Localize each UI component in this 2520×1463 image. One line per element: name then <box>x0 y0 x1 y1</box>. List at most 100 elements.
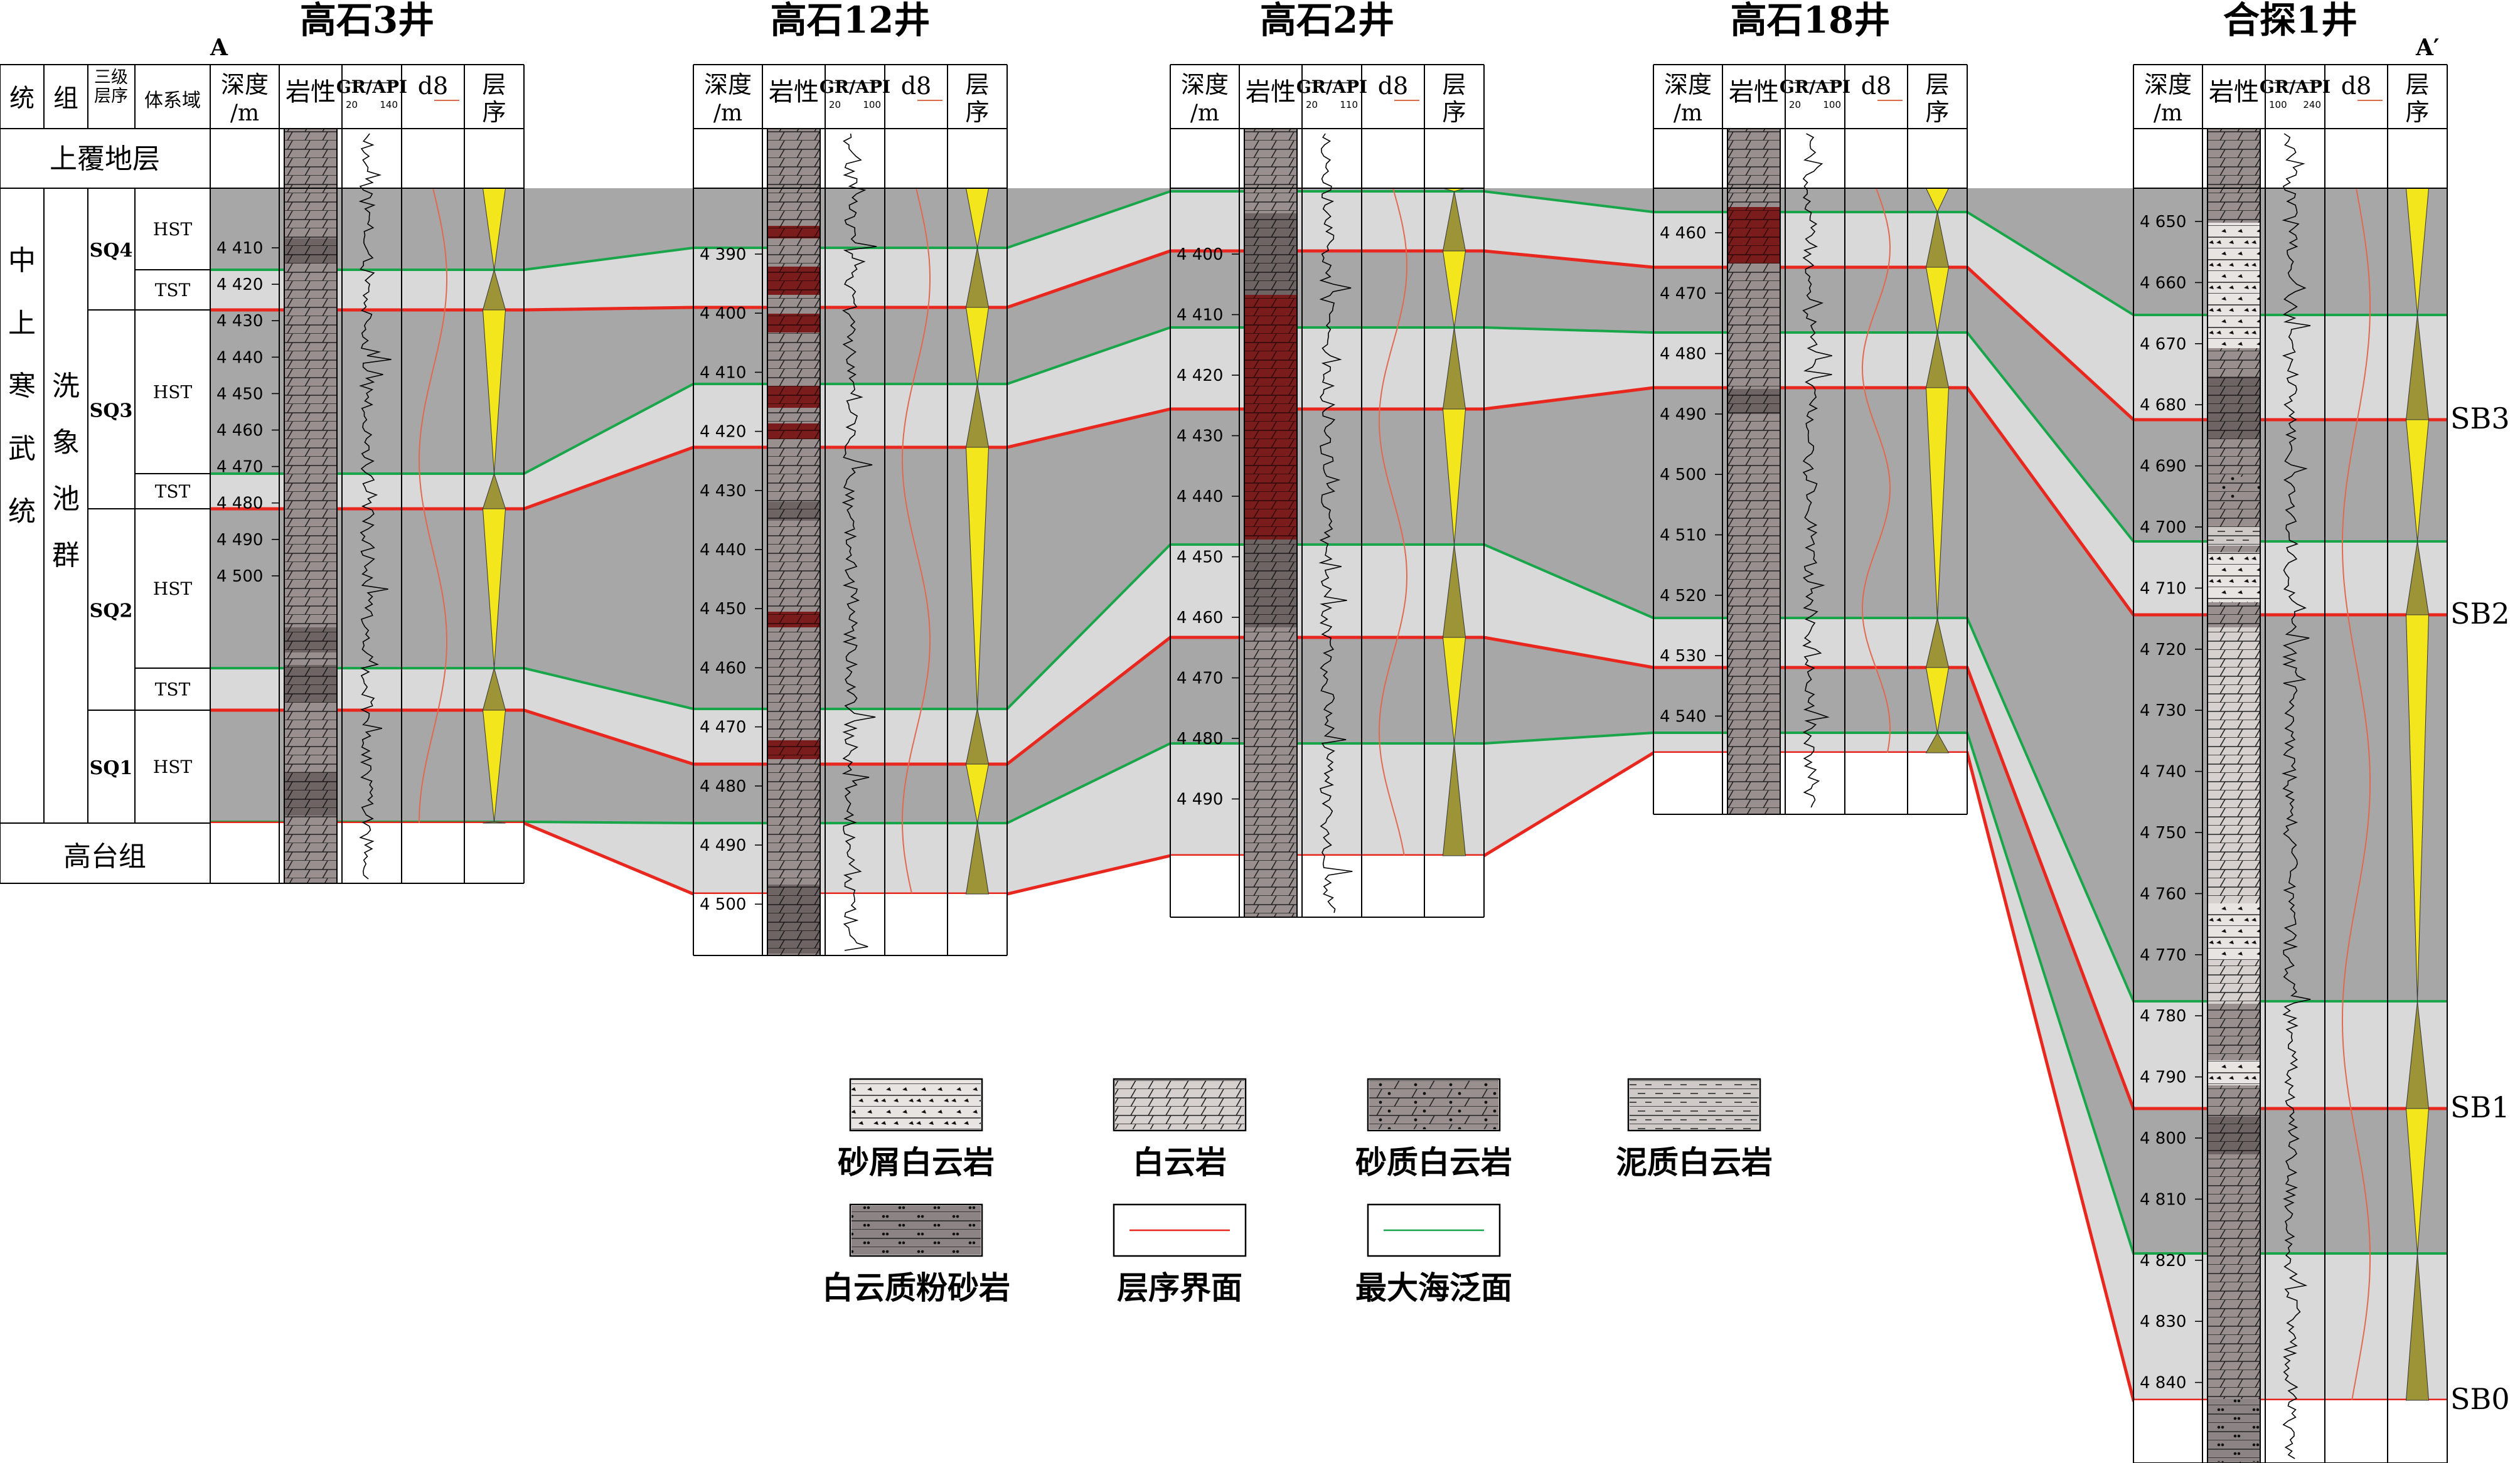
legend-label: 砂质白云岩 <box>1355 1144 1512 1181</box>
depth-tick-label: 4 530 <box>1660 647 1706 666</box>
hst-triangle <box>482 508 506 669</box>
sequence-header-2: 序 <box>482 98 506 126</box>
gr-curve <box>1318 133 1353 913</box>
well-name: 合探1井 <box>2223 0 2357 41</box>
lith-bed-5 <box>2208 1060 2260 1085</box>
depth-tick-label: 4 470 <box>216 458 263 477</box>
depth-tick-label: 4 760 <box>2140 885 2186 903</box>
gr-max: 110 <box>1340 99 1358 110</box>
depth-tick-label: 4 410 <box>1177 306 1223 325</box>
depth-unit: /m <box>713 100 742 126</box>
well-name: 高石2井 <box>1260 0 1394 41</box>
sequence-boundary-line-6 <box>210 636 2447 1110</box>
d8-curve <box>1379 188 1407 856</box>
depth-tick-label: 4 700 <box>2140 518 2186 537</box>
legend-label: 泥质白云岩 <box>1616 1144 1773 1181</box>
gr-min: 20 <box>346 99 358 110</box>
gr-header: GR/API <box>1296 77 1367 97</box>
tst-triangle <box>483 821 506 824</box>
lith-bed-8 <box>767 885 820 954</box>
depth-tick-label: 4 710 <box>2140 579 2186 598</box>
hst-triangle <box>965 763 990 824</box>
depth-tick-label: 4 450 <box>700 600 746 619</box>
lith-overburden <box>1727 129 1780 188</box>
sequence-label: SQ1 <box>90 757 133 779</box>
depth-tick-label: 4 440 <box>216 348 263 367</box>
depth-header: 深度 <box>221 71 269 98</box>
depth-header: 深度 <box>2144 71 2192 98</box>
lith-bed-2 <box>2208 527 2260 546</box>
sequence-header-2: 序 <box>1925 98 1949 126</box>
correlation-bands <box>210 188 2447 1400</box>
depth-unit: /m <box>2154 100 2182 126</box>
depth-header: 深度 <box>1664 71 1712 98</box>
gr-min: 20 <box>1789 99 1801 110</box>
lith-bed-2 <box>767 314 820 332</box>
depth-tick-label: 4 470 <box>1177 669 1223 688</box>
depth-tick-label: 4 510 <box>1660 526 1706 545</box>
gr-curve <box>2282 133 2311 1459</box>
depth-tick-label: 4 450 <box>1177 548 1223 567</box>
lith-overburden <box>1244 129 1297 188</box>
d8-header: d8 <box>2341 72 2372 100</box>
boundary-label-sb3: SB3 <box>2450 402 2510 435</box>
lith-bed-1 <box>1244 295 1297 540</box>
tract-label: HST <box>153 382 193 403</box>
group-char: 池 <box>52 483 80 515</box>
series-char: 武 <box>8 433 36 465</box>
depth-tick-label: 4 440 <box>700 541 746 560</box>
header-group: 组 <box>53 84 78 113</box>
lith-sandclast-mid <box>2208 903 2260 960</box>
lith-overburden <box>284 129 337 188</box>
series-char: 统 <box>8 496 36 528</box>
depth-unit: /m <box>1190 100 1219 126</box>
depth-tick-label: 4 680 <box>2140 396 2186 415</box>
hst-triangle <box>482 309 506 474</box>
depth-unit: /m <box>1674 100 1702 126</box>
group-char: 洗 <box>52 370 80 402</box>
series-char: 寒 <box>8 370 36 402</box>
legend-label: 白云质粉砂岩 <box>822 1269 1010 1306</box>
depth-tick-label: 4 820 <box>2140 1252 2186 1270</box>
legend-label: 最大海泛面 <box>1355 1269 1512 1306</box>
lith-main <box>284 188 337 883</box>
hst-triangle <box>1442 250 1466 328</box>
gr-max: 240 <box>2303 99 2321 110</box>
sequence-label: SQ4 <box>90 240 133 262</box>
legend-swatch-dolomite <box>1115 1080 1244 1129</box>
legend-swatch-argillaceous-dolomite <box>1630 1080 1759 1129</box>
hst-triangle <box>2405 419 2430 542</box>
header-third-order-1: 三级 <box>94 68 128 87</box>
max-flooding-line-3 <box>210 326 2447 543</box>
depth-tick-label: 4 430 <box>216 312 263 331</box>
hst-triangle <box>1925 267 1950 333</box>
overburden-label: 上覆地层 <box>50 143 160 175</box>
strat-table: 统组三级层序体系域上覆地层高台组中上寒武统洗象池群SQ4SQ3SQ2SQ1HST… <box>0 64 211 884</box>
profile-end-label: A′ <box>2415 35 2439 61</box>
depth-tick-label: 4 730 <box>2140 701 2186 720</box>
header-system: 统 <box>9 84 35 113</box>
sequence-header-1: 层 <box>2405 71 2429 98</box>
well-name: 高石18井 <box>1731 0 1891 41</box>
max-flooding-line-7 <box>210 732 2447 1255</box>
series-char: 上 <box>8 307 36 339</box>
gr-curve <box>1802 133 1832 808</box>
depth-tick-label: 4 540 <box>1660 707 1706 726</box>
well-header-bg <box>693 65 1007 188</box>
gr-max: 100 <box>863 99 881 110</box>
legend-label: 白云岩 <box>1133 1144 1227 1181</box>
sequence-header-1: 层 <box>1442 71 1466 98</box>
depth-tick-label: 4 440 <box>1177 487 1223 506</box>
lith-bed-0 <box>1244 213 1297 295</box>
lith-bed-0 <box>2208 376 2260 439</box>
gr-min: 20 <box>829 99 841 110</box>
gr-curve <box>358 133 392 880</box>
depth-tick-label: 4 400 <box>1177 245 1223 264</box>
depth-tick-label: 4 420 <box>700 423 746 442</box>
lith-main <box>767 188 820 955</box>
lith-bed-1 <box>284 627 337 652</box>
tst-triangle <box>965 822 990 895</box>
